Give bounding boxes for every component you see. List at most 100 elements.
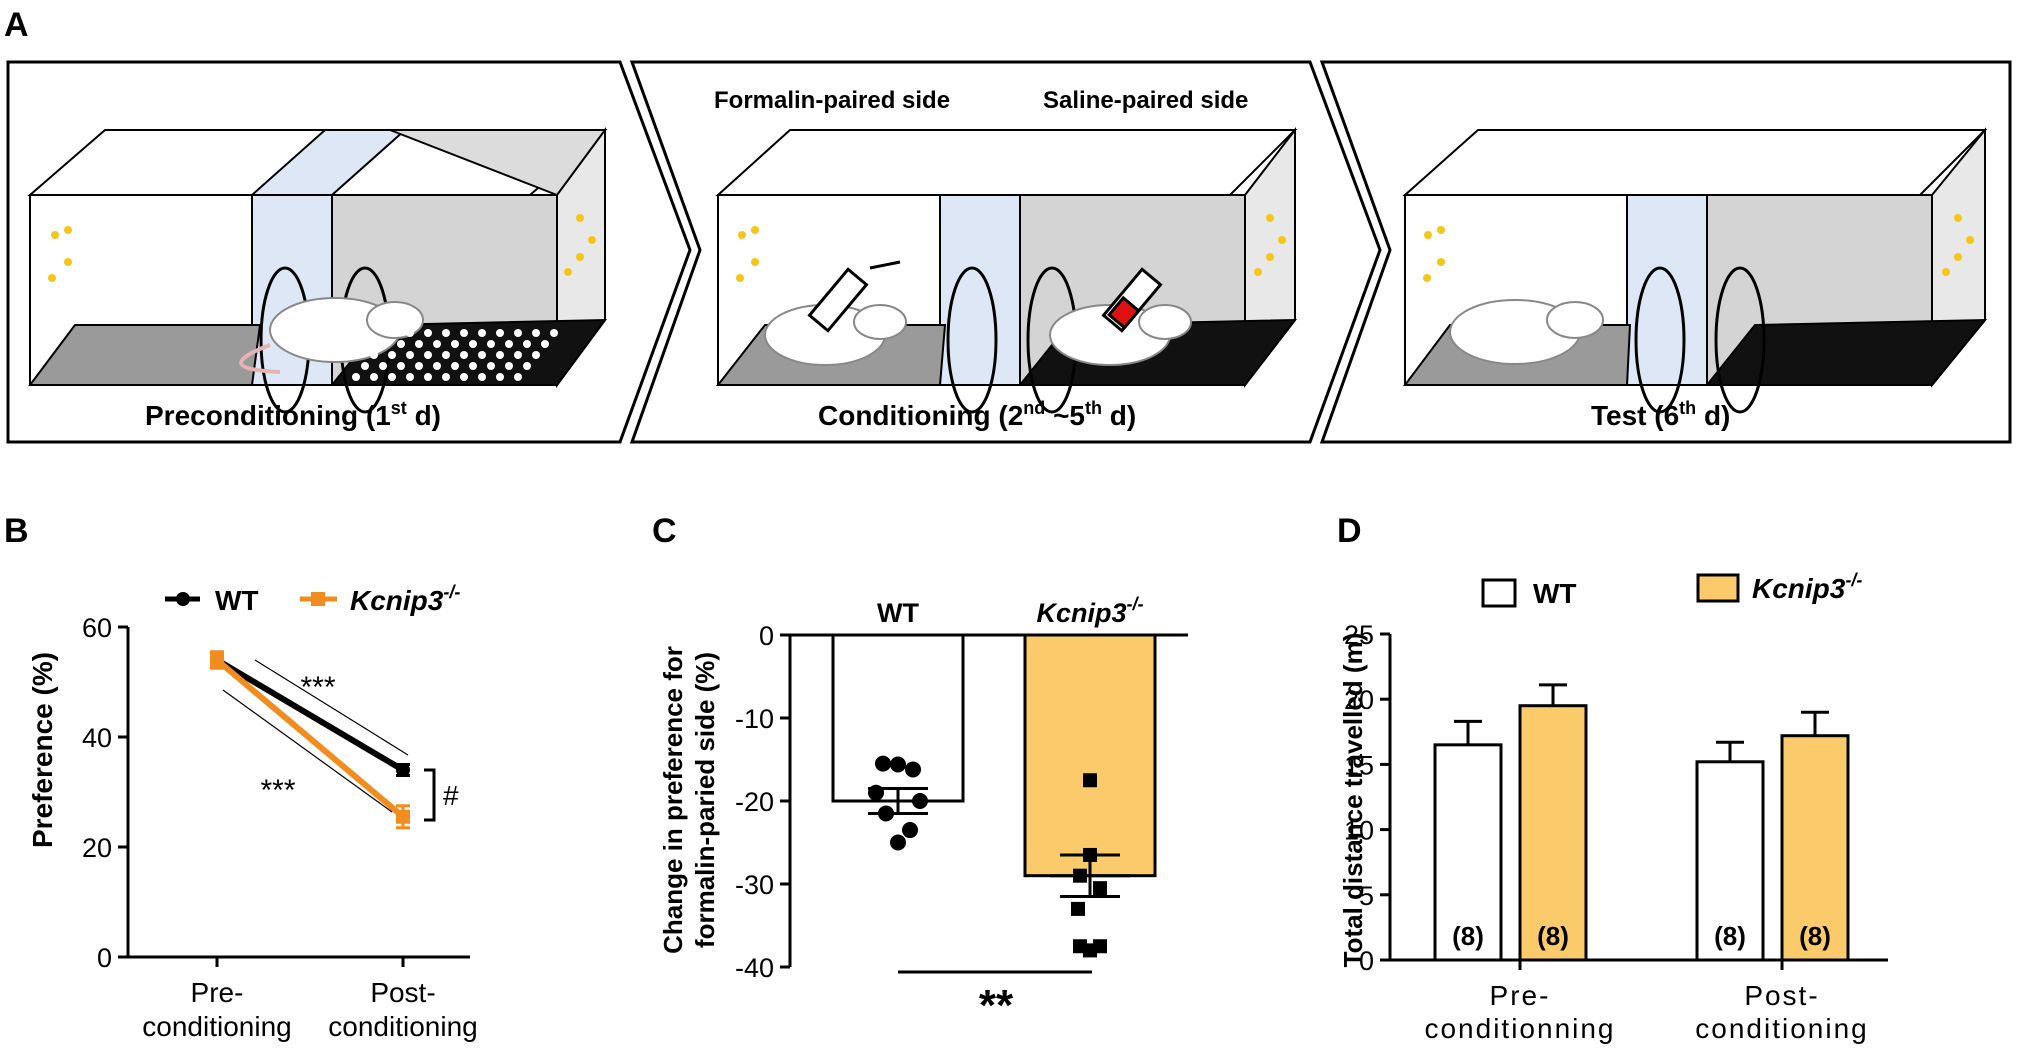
stage-label-conditioning: Conditioning (2nd ~5th d) <box>818 398 1136 431</box>
food-pellets-right-1 <box>564 214 596 276</box>
b-legend-ko-marker <box>311 592 325 606</box>
syringe-formalin-icon <box>807 260 901 333</box>
formalin-paired-label: Formalin-paired side <box>714 87 950 114</box>
b-point-ko <box>210 653 224 667</box>
mouse-test-icon <box>1449 299 1604 365</box>
cpp-box-test <box>1402 127 1988 414</box>
c-y-axis-label-2: formalin-paried side (%) <box>690 652 720 948</box>
b-y-tick-label: 0 <box>97 943 112 973</box>
grid-hole <box>496 351 504 359</box>
b-series-line <box>215 657 405 820</box>
panel-letter-b: B <box>4 512 29 550</box>
c-point-ko <box>1073 868 1087 883</box>
c-point-wt <box>905 761 921 778</box>
c-y-axis-label-1: Change in preference for <box>658 646 688 954</box>
d-y-axis-label: Total distance travelled (m) <box>1338 633 1368 968</box>
grid-hole <box>352 373 360 381</box>
grid-hole <box>388 351 396 359</box>
b-x-tick-label: Pre- <box>191 977 244 1008</box>
b-x-tick-label: Post- <box>370 977 435 1008</box>
food-pellets-left-2 <box>736 226 759 282</box>
c-point-wt <box>878 805 894 822</box>
d-n-label: (8) <box>1452 921 1484 951</box>
b-legend-ko: Kcnip3-/- <box>350 582 460 616</box>
b-legend-wt-marker <box>176 592 190 606</box>
c-category-ko: Kcnip3-/- <box>1036 594 1143 628</box>
grid-hole <box>397 340 405 348</box>
panel-letter-c: C <box>652 512 677 550</box>
mouse-saline-icon <box>1049 304 1192 366</box>
d-legend-wt: WT <box>1533 578 1577 609</box>
d-y-tick-label: 10 <box>1344 816 1374 846</box>
c-y-tick-label: -20 <box>735 787 774 817</box>
grid-hole <box>415 340 423 348</box>
syringe-saline-icon <box>1101 267 1163 333</box>
b-y-tick-label: 20 <box>82 833 112 863</box>
grid-hole <box>424 373 432 381</box>
d-bar <box>1695 760 1765 962</box>
b-point-ko <box>396 809 410 824</box>
b-series-line <box>215 657 405 773</box>
mouse-formalin-icon <box>764 304 907 366</box>
grid-hole <box>505 340 513 348</box>
d-y-tick-label: 20 <box>1344 685 1374 715</box>
d-y-tick-label: 25 <box>1344 620 1374 650</box>
d-n-label: (8) <box>1799 921 1831 951</box>
food-pellets-right-3 <box>1942 214 1974 276</box>
c-y-tick-label: -40 <box>735 953 774 983</box>
grid-hole <box>487 340 495 348</box>
b-legend-wt: WT <box>215 585 259 616</box>
c-point-wt <box>902 822 918 839</box>
food-pellets-grid-1 <box>352 329 558 381</box>
grid-hole <box>361 362 369 370</box>
chart-panel-b: WT Kcnip3-/- Preference (%) 0204060Pre-c… <box>27 582 478 1042</box>
grid-hole <box>523 362 531 370</box>
food-pellets-right-2 <box>1254 214 1286 276</box>
grid-hole <box>478 329 486 337</box>
grid-hole <box>379 362 387 370</box>
grid-hole <box>433 362 441 370</box>
grid-hole <box>496 373 504 381</box>
c-point-ko <box>1083 943 1097 958</box>
grid-hole <box>388 373 396 381</box>
chart-panel-c: Change in preference for formalin-paried… <box>658 594 1188 1030</box>
cpp-box-conditioning <box>715 127 1298 414</box>
grid-hole <box>478 373 486 381</box>
grid-hole <box>460 329 468 337</box>
b-sig-between: # <box>443 780 459 811</box>
c-point-wt <box>875 755 891 772</box>
stage-label-preconditioning: Preconditioning (1st d) <box>145 398 441 431</box>
b-guide-upper <box>254 659 409 756</box>
grid-hole <box>424 351 432 359</box>
grid-hole <box>532 329 540 337</box>
grid-hole <box>469 340 477 348</box>
grid-hole <box>424 329 432 337</box>
c-point-wt <box>868 784 884 801</box>
grid-hole <box>406 373 414 381</box>
d-bar <box>1433 743 1503 962</box>
food-pellets-left-3 <box>1423 226 1445 282</box>
b-y-tick-label: 40 <box>82 723 112 753</box>
grid-hole <box>442 351 450 359</box>
b-sig-lower: *** <box>260 774 295 807</box>
d-legend-ko-swatch <box>1696 573 1740 603</box>
b-bracket <box>424 768 436 822</box>
grid-hole <box>406 329 414 337</box>
d-y-tick-label: 0 <box>1359 946 1374 976</box>
d-y-tick-label: 15 <box>1344 750 1374 780</box>
b-y-axis-label: Preference (%) <box>27 652 58 848</box>
grid-hole <box>451 340 459 348</box>
b-guide-lower <box>222 689 393 813</box>
grid-hole <box>415 362 423 370</box>
grid-hole <box>469 362 477 370</box>
grid-hole <box>514 329 522 337</box>
c-y-tick-label: -10 <box>735 704 774 734</box>
grid-hole <box>379 340 387 348</box>
grid-hole <box>514 351 522 359</box>
grid-hole <box>370 351 378 359</box>
grid-hole <box>550 329 558 337</box>
grid-hole <box>460 373 468 381</box>
c-y-tick-label: -30 <box>735 870 774 900</box>
c-point-ko <box>1083 773 1097 788</box>
